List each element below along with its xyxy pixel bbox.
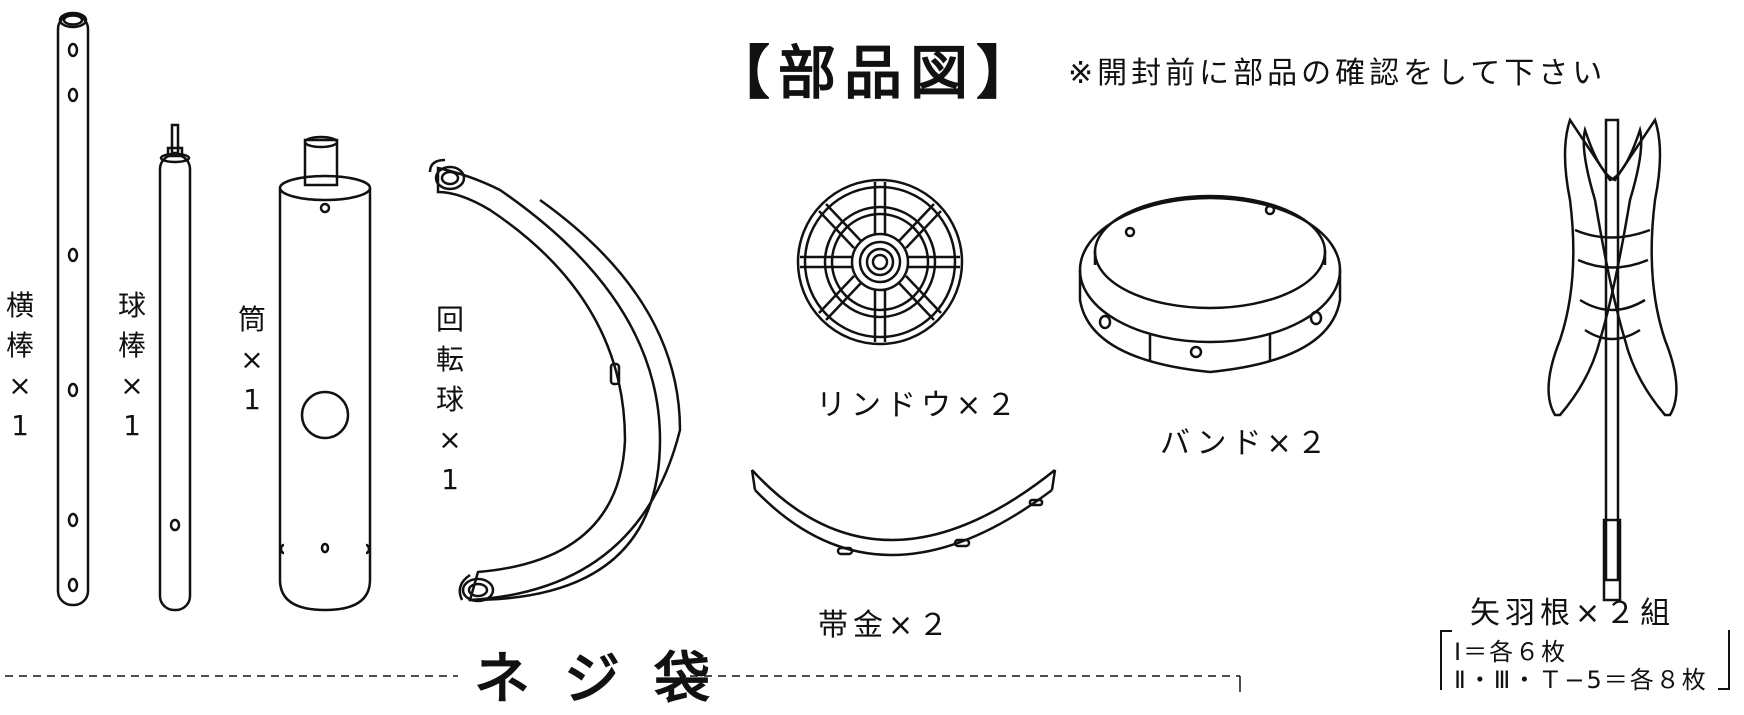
wheel-drawing <box>796 178 964 346</box>
ball-rod-drawing <box>158 123 192 612</box>
rotating-arc-drawing <box>428 158 682 603</box>
band-drawing <box>1078 194 1342 374</box>
horizontal-bar-drawing <box>56 11 90 607</box>
rotating-arc-label: 回 転 球 × 1 <box>435 303 464 496</box>
strap-label: 帯金×２ <box>818 608 954 643</box>
page-title: 【部品図】 <box>712 39 1043 107</box>
parts-drawing <box>5 11 1678 692</box>
strap-drawing <box>750 469 1057 557</box>
horizontal-bar-label: 横 棒 × 1 <box>5 289 34 442</box>
feather-detail-1: Ⅰ＝各６枚 <box>1454 638 1568 666</box>
tube-label: 筒 × 1 <box>237 303 266 416</box>
feather-arrow-drawing <box>1547 117 1678 602</box>
feather-detail-2: Ⅱ・Ⅲ・Ｔ−5＝各８枚 <box>1454 666 1708 694</box>
screw-bag-heading: ネジ袋 <box>474 647 744 712</box>
band-label: バンド×２ <box>1160 426 1332 461</box>
wheel-label: リンドウ×２ <box>816 388 1022 423</box>
check-parts-note: ※開封前に部品の確認をして下さい <box>1068 56 1607 91</box>
feather-detail-bracket: Ⅰ＝各６枚 Ⅱ・Ⅲ・Ｔ−5＝各８枚 <box>1440 630 1730 694</box>
tube-drawing <box>278 135 372 612</box>
ball-rod-label: 球 棒 × 1 <box>117 289 146 442</box>
feather-arrow-label: 矢羽根×２組 <box>1470 596 1676 631</box>
